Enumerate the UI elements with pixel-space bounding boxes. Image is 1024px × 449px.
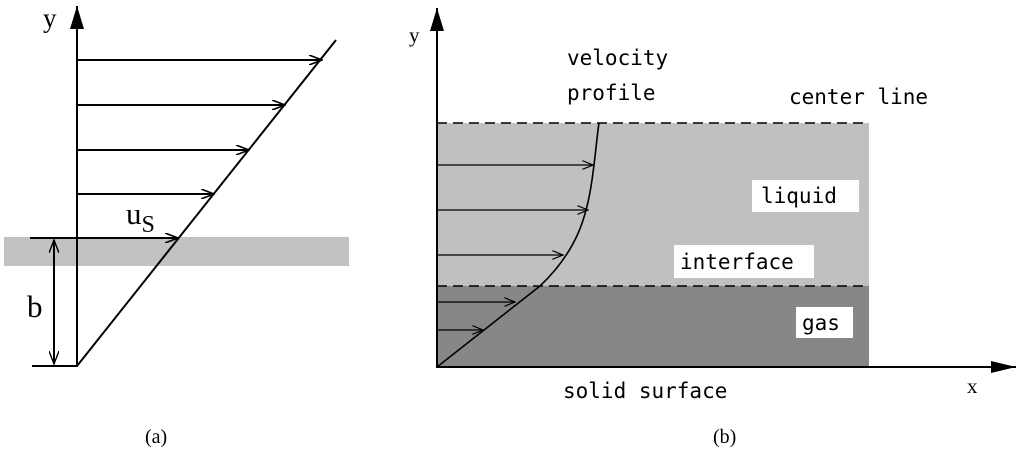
velocity-profile-label-line2: profile <box>567 81 656 105</box>
liquid-label-box <box>752 180 859 212</box>
panel-b-caption: (b) <box>713 426 736 448</box>
panel-a-y-label: y <box>43 3 57 33</box>
slip-length-label: b <box>27 289 43 324</box>
gas-label: gas <box>802 311 840 335</box>
liquid-label: liquid <box>761 184 837 208</box>
gas-label-box <box>796 307 853 338</box>
center-line-label: center line <box>789 85 928 109</box>
panel-b-x-label: x <box>967 374 978 398</box>
velocity-profile-label-line1: velocity <box>567 46 668 70</box>
panel-a: y uS b (a) <box>4 3 349 448</box>
panel-a-caption: (a) <box>145 426 167 448</box>
panel-b-y-label: y <box>409 23 420 47</box>
solid-surface-label: solid surface <box>563 379 727 403</box>
interface-label: interface <box>680 250 794 274</box>
linear-profile-line <box>76 39 337 367</box>
interface-label-box <box>674 245 814 278</box>
slip-velocity-label-base: u <box>126 196 142 231</box>
slip-velocity-label: uS <box>126 196 155 238</box>
velocity-profile-curve <box>436 122 600 368</box>
panel-b: y x velocity profile center line liquid … <box>409 8 1016 448</box>
slip-velocity-label-sub: S <box>142 212 155 238</box>
